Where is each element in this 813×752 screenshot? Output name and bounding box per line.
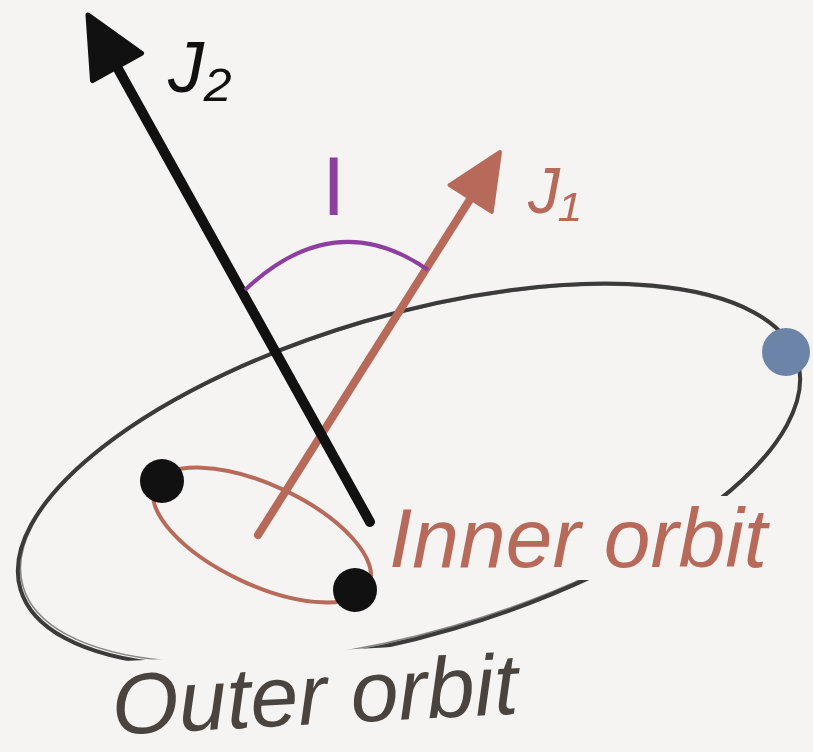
inner-star xyxy=(140,459,184,503)
inner-star xyxy=(333,568,377,612)
outer-body xyxy=(762,328,810,376)
orbit-label: Inner orbit xyxy=(385,496,771,580)
momentum-label: J₂ xyxy=(168,31,231,103)
momentum-label: J₁ xyxy=(528,159,580,223)
j1-arrow-shaft xyxy=(258,199,471,536)
angle-label: I xyxy=(322,144,345,228)
j2-arrow-shaft xyxy=(117,67,370,522)
inclination-arc xyxy=(245,242,428,290)
j2-arrow-head xyxy=(88,15,142,81)
orbit-label: Outer orbit xyxy=(105,640,523,748)
j1-arrow-head xyxy=(450,152,501,212)
